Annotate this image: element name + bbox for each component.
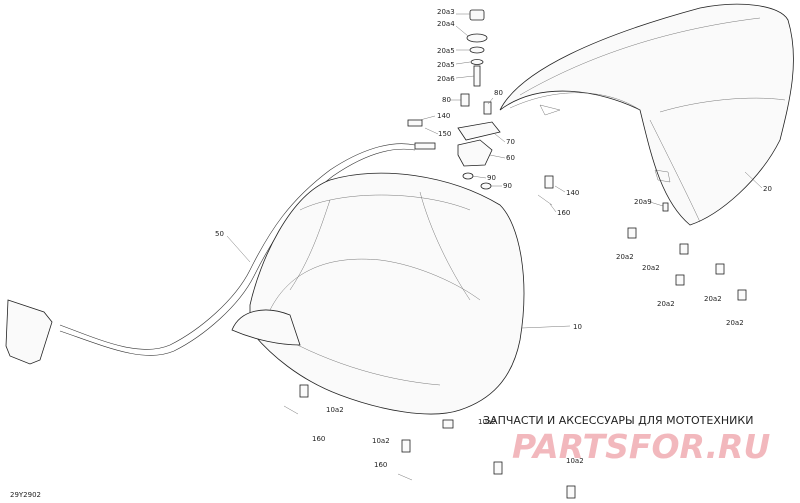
callout-140-right: 140 — [566, 189, 579, 197]
watermark-brand: PARTSFOR.RU — [512, 427, 770, 466]
callout-90-top: 90 — [487, 174, 496, 182]
main-seat — [231, 172, 525, 415]
passenger-backrest — [499, 3, 794, 226]
diagram-code: 29Y2902 — [10, 491, 41, 499]
callout-20a5-second: 20a5 — [437, 61, 455, 69]
callout-20a2-c: 20a2 — [657, 300, 675, 308]
callout-70: 70 — [506, 138, 515, 146]
callout-10a2-right: 10a2 — [566, 457, 584, 465]
watermark: ЗАПЧАСТИ И АКСЕССУАРЫ ДЛЯ МОТОТЕХНИКИ PA… — [483, 414, 770, 466]
watermark-tagline: ЗАПЧАСТИ И АКСЕССУАРЫ ДЛЯ МОТОТЕХНИКИ — [483, 414, 753, 427]
callout-140-top: 140 — [437, 112, 450, 120]
callout-80-right: 80 — [494, 89, 503, 97]
callout-10a2-lower: 10a2 — [372, 437, 390, 445]
callout-20a6: 20a6 — [437, 75, 455, 83]
callout-20a4: 20a4 — [437, 20, 455, 28]
callout-160-left: 160 — [312, 435, 325, 443]
callout-50: 50 — [215, 230, 224, 238]
callout-10a2-left: 10a2 — [326, 406, 344, 414]
callout-20: 20 — [763, 185, 772, 193]
callout-80-left: 80 — [442, 96, 451, 104]
callout-150: 150 — [438, 130, 451, 138]
callout-20a5: 20a5 — [437, 47, 455, 55]
callout-160-right: 160 — [557, 209, 570, 217]
callout-10: 10 — [573, 323, 582, 331]
leader-lines — [226, 13, 763, 329]
hardware-stack — [460, 9, 492, 115]
callout-90-bottom: 90 — [503, 182, 512, 190]
callout-20a9: 20a9 — [634, 198, 652, 206]
callout-10a2-mid: 10a2 — [478, 418, 496, 426]
callout-20a3: 20a3 — [437, 8, 455, 16]
callout-20a2-b: 20a2 — [642, 264, 660, 272]
callout-20a2-e: 20a2 — [726, 319, 744, 327]
latch-assembly — [457, 121, 501, 190]
release-cable — [5, 119, 436, 365]
callout-labels: 20a3 20a4 20a5 20a5 20a6 80 80 140 150 7… — [215, 8, 772, 469]
callout-60: 60 — [506, 154, 515, 162]
fasteners — [283, 175, 747, 499]
callout-20a2-a: 20a2 — [616, 253, 634, 261]
callout-160-bottom: 160 — [374, 461, 387, 469]
callout-20a2-d: 20a2 — [704, 295, 722, 303]
